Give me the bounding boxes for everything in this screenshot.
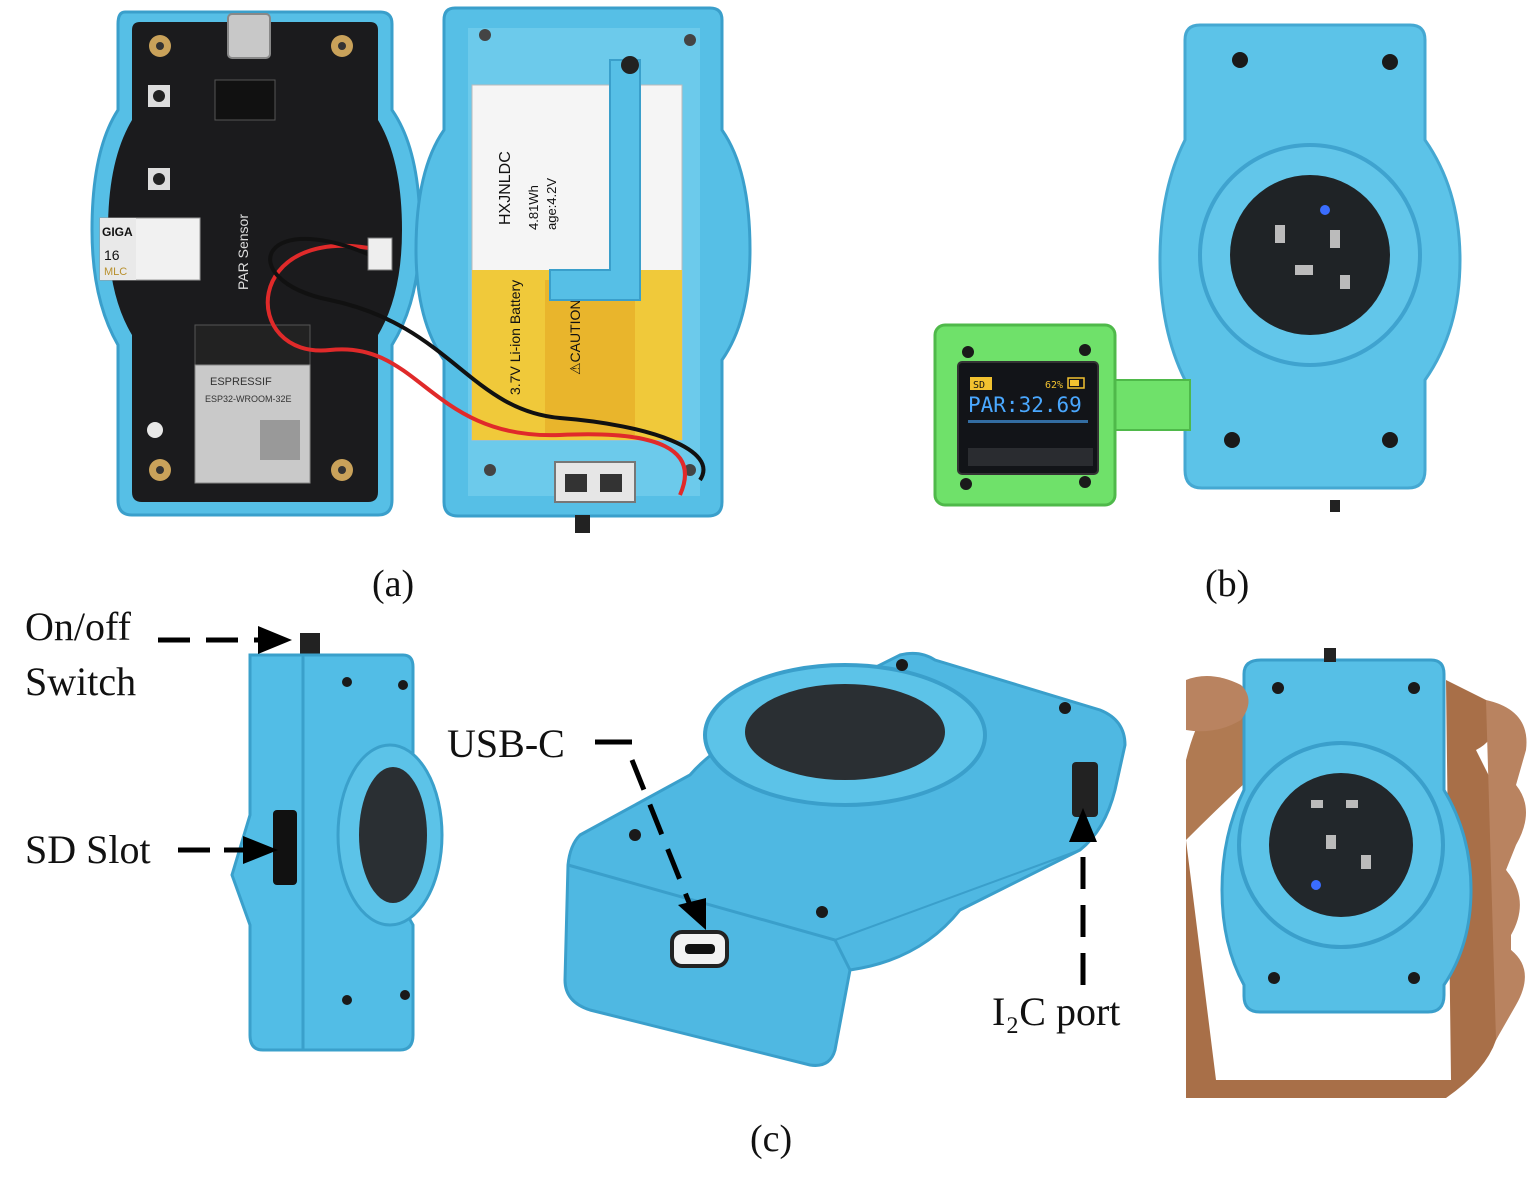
- chip: [214, 79, 276, 121]
- battery-brand: HXJNLDC: [497, 151, 514, 225]
- oled-reading: PAR:32.69: [968, 393, 1082, 417]
- arrow-sd-slot: [178, 836, 278, 864]
- label-i2c-port: I₂C port: [992, 989, 1121, 1034]
- oled-battery-percent: 62%: [1045, 380, 1063, 391]
- label-switch-line2: Switch: [25, 659, 137, 704]
- case-arm: [549, 59, 641, 301]
- arrow-switch: [158, 626, 292, 654]
- sd-slot-opening: [273, 810, 297, 885]
- thumb: [1186, 676, 1249, 732]
- battery-type: 3.7V Li-ion Battery: [507, 280, 523, 395]
- caption-a: (a): [372, 563, 415, 605]
- battery-energy: 4.81Wh: [526, 185, 541, 230]
- sd-card-brand: GIGA: [102, 225, 133, 239]
- oled-sd-badge: SD: [973, 380, 985, 391]
- esp32-model: ESP32-WROOM-32E: [205, 394, 292, 404]
- sensor-window-angled: [745, 684, 945, 780]
- pcb-board-name: PAR Sensor: [235, 214, 251, 290]
- panel-c-handheld-photo: [1186, 640, 1536, 1098]
- esp32-brand: ESPRESSIF: [210, 376, 272, 388]
- panel-c-side-photo: [230, 633, 444, 1052]
- label-sd-slot: SD Slot: [25, 827, 151, 872]
- battery-voltage: age:4.2V: [544, 178, 559, 230]
- wire-black: [268, 236, 706, 482]
- jst-connector: [367, 237, 393, 271]
- panel-b-photo: SD 62% PAR:32.69: [933, 23, 1462, 512]
- battery-caution: ⚠CAUTION: [567, 299, 583, 375]
- i2c-port-opening: [1072, 762, 1098, 817]
- oled-battery-icon: [1067, 377, 1085, 389]
- arrow-i2c-port: [1069, 808, 1097, 985]
- oled-screen: [957, 361, 1099, 475]
- pcb-board: [108, 22, 402, 502]
- caption-c: (c): [750, 1118, 793, 1160]
- sd-card-type: MLC: [104, 266, 127, 278]
- usb-c-connector-pcb: [227, 13, 271, 59]
- arrow-usb-c: [595, 739, 706, 930]
- status-led: [147, 422, 163, 438]
- sensor-window-handheld: [1269, 773, 1413, 917]
- wire-red: [265, 243, 687, 496]
- sensor-window: [1230, 175, 1390, 335]
- sensor-window-side: [359, 767, 427, 903]
- oled-sd-badge-bg: [970, 377, 992, 390]
- label-usb-c: USB-C: [447, 721, 565, 766]
- panel-a-photo: GIGA 16 MLC PAR Sensor ESPRESSIF ESP32-W…: [90, 6, 752, 533]
- sd-card-capacity: 16: [104, 247, 120, 263]
- panel-c-angled-photo: [563, 651, 1127, 1067]
- caption-b: (b): [1205, 563, 1250, 605]
- label-switch-line1: On/off: [25, 604, 131, 649]
